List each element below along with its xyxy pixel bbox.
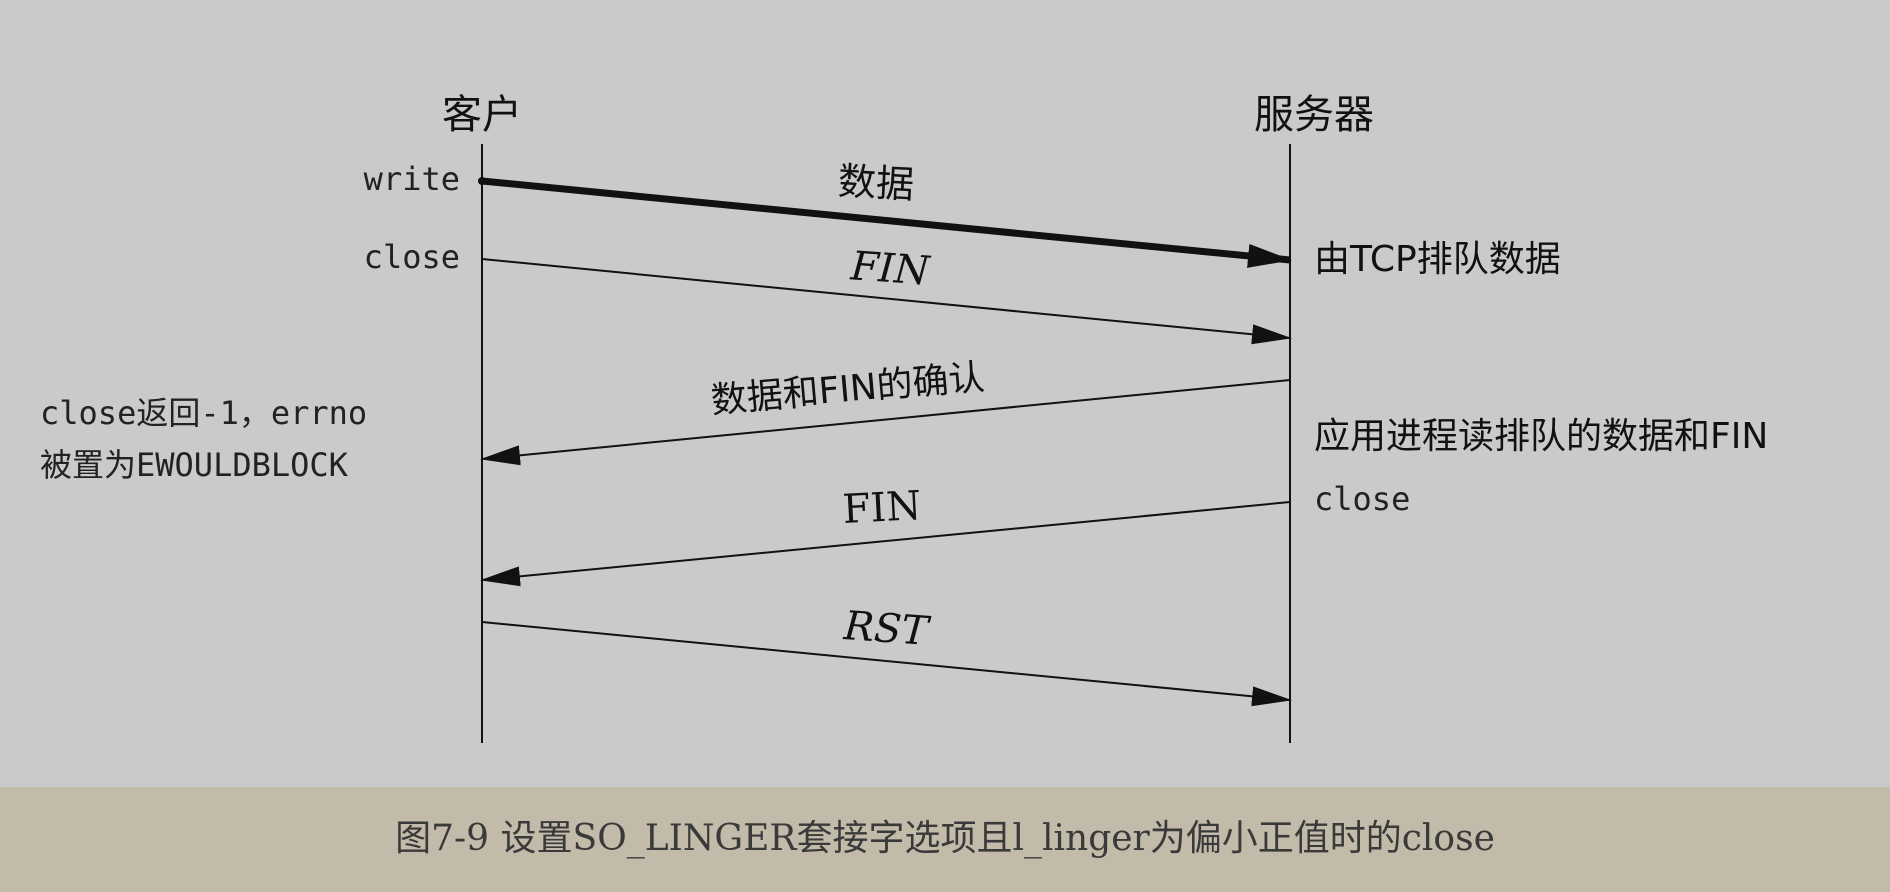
data-label: 数据	[837, 159, 915, 207]
sequence-diagram: 客户 服务器 数据 FIN 数据和FIN的确认 FIN RST write cl…	[40, 92, 1768, 743]
client-return-note-line1: close返回-1，errno	[40, 394, 367, 432]
ack-arrow	[480, 379, 1291, 466]
fin1-label: FIN	[848, 243, 933, 295]
rst-label: RST	[841, 603, 933, 655]
ack-label: 数据和FIN的确认	[709, 357, 986, 422]
data-arrow-start-dot	[478, 177, 486, 185]
client-header: 客户	[442, 92, 522, 138]
figure-area	[0, 0, 1890, 787]
fin2-label: FIN	[841, 483, 922, 533]
client-return-note-line2: 被置为EWOULDBLOCK	[40, 446, 349, 484]
rst-arrow	[481, 621, 1292, 707]
data-arrow	[481, 177, 1292, 268]
server-header: 服务器	[1254, 92, 1374, 138]
caption-bar	[0, 787, 1890, 892]
server-app-reads-note: 应用进程读排队的数据和FIN	[1314, 416, 1768, 457]
figure-caption: 图7-9 设置SO_LINGER套接字选项且l_linger为偏小正值时的clo…	[395, 818, 1495, 859]
server-queued-note: 由TCP排队数据	[1314, 239, 1561, 280]
client-write-note: write	[364, 160, 460, 198]
server-close-note: close	[1314, 480, 1410, 518]
fin1-arrow	[481, 258, 1292, 345]
fin2-arrow	[480, 501, 1291, 587]
client-close-note: close	[364, 238, 460, 276]
